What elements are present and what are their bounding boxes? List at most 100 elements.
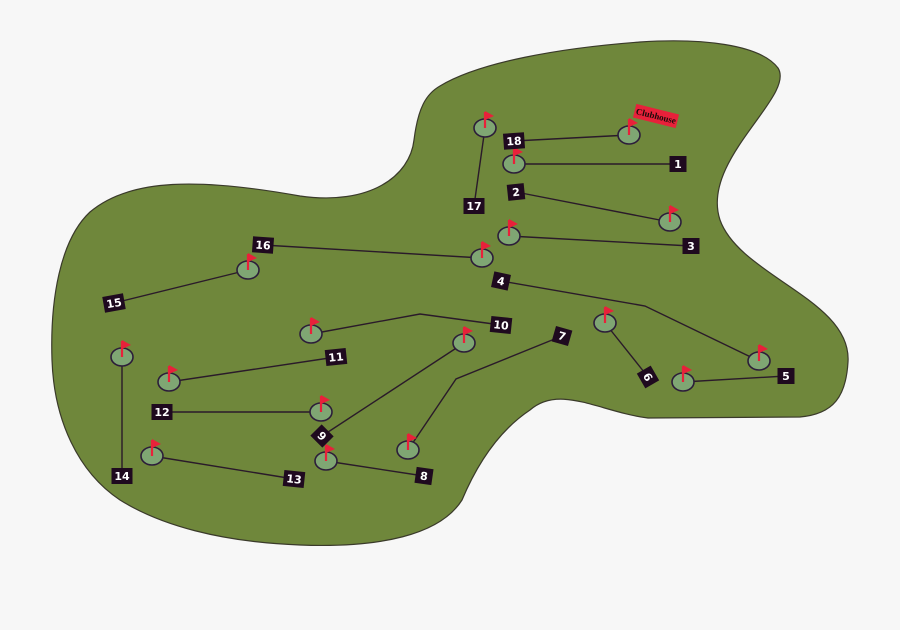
hole-number: 5 — [782, 370, 790, 383]
flag-icon — [514, 147, 523, 156]
green-hole-12[interactable] — [309, 395, 333, 422]
green-hole-15[interactable] — [236, 253, 260, 280]
tee-marker-7[interactable]: 7 — [551, 325, 573, 347]
greens — [110, 111, 771, 471]
green-hole-7[interactable] — [396, 433, 420, 460]
tee-marker-9[interactable]: 9 — [310, 424, 334, 448]
tee-box — [251, 236, 275, 254]
hole-routes — [113, 127, 787, 480]
tee-box — [491, 271, 511, 291]
hole-number: 11 — [328, 350, 345, 365]
flag-icon — [248, 253, 257, 262]
tee-box — [282, 469, 306, 489]
hole-route-11 — [168, 356, 337, 383]
flag-icon — [169, 365, 178, 374]
tee-box — [463, 198, 485, 214]
flag-icon — [122, 340, 131, 349]
green-hole-3[interactable] — [497, 219, 521, 246]
green-hole-8[interactable] — [314, 444, 338, 471]
hole-route-13 — [151, 455, 295, 480]
flag-icon — [485, 111, 494, 120]
tee-marker-5[interactable]: 5 — [777, 368, 795, 384]
tee-marker-14[interactable]: 14 — [111, 468, 133, 484]
hole-number: 12 — [154, 406, 169, 419]
tee-marker-3[interactable]: 3 — [682, 238, 700, 254]
green-hole-17[interactable] — [473, 111, 497, 138]
hole-route-7 — [407, 335, 563, 451]
tee-marker-18[interactable]: 18 — [502, 132, 526, 150]
green-hole-11[interactable] — [157, 365, 181, 392]
tee-box — [310, 424, 334, 448]
hole-route-3 — [508, 235, 692, 247]
tee-marker-11[interactable]: 11 — [324, 347, 348, 367]
hole-route-4 — [500, 280, 760, 362]
tee-box — [506, 183, 526, 201]
green-hole-2[interactable] — [658, 205, 682, 232]
green-hole-10[interactable] — [299, 317, 323, 344]
green-hole-1[interactable] — [502, 147, 526, 174]
green-hole-16[interactable] — [470, 241, 494, 268]
hole-route-5 — [682, 375, 787, 383]
hole-number: 14 — [114, 470, 130, 483]
green-hole-5[interactable] — [671, 365, 695, 392]
green-hole-4[interactable] — [747, 344, 771, 371]
tee-box — [682, 238, 700, 254]
tee-box — [489, 315, 513, 335]
hole-route-9 — [321, 342, 465, 437]
hole-number: 7 — [556, 329, 567, 344]
hole-number: 8 — [419, 470, 428, 484]
tee-marker-2[interactable]: 2 — [506, 183, 526, 201]
hole-number: 15 — [105, 296, 122, 311]
hole-route-17 — [473, 127, 486, 207]
flag-icon — [670, 205, 679, 214]
tee-box — [324, 347, 348, 367]
tee-box — [151, 404, 173, 420]
tee-marker-13[interactable]: 13 — [282, 469, 306, 489]
flag-icon — [408, 433, 417, 442]
flag-icon — [509, 219, 518, 228]
tee-marker-17[interactable]: 17 — [463, 198, 485, 214]
tee-marker-6[interactable]: 6 — [636, 365, 660, 389]
flag-icon — [482, 241, 491, 250]
tee-marker-10[interactable]: 10 — [489, 315, 513, 335]
tee-marker-8[interactable]: 8 — [414, 466, 434, 486]
hole-number: 4 — [496, 274, 507, 288]
tee-box — [669, 156, 687, 172]
green-hole-18[interactable] — [617, 118, 641, 145]
hole-number: 3 — [687, 240, 695, 253]
tee-box — [777, 368, 795, 384]
tee-marker-4[interactable]: 4 — [491, 271, 511, 291]
tee-box — [636, 365, 660, 389]
clubhouse-sign-background — [632, 103, 680, 129]
tee-marker-15[interactable]: 15 — [102, 293, 126, 313]
flag-icon — [629, 118, 638, 127]
flag-icon — [311, 317, 320, 326]
hole-route-15 — [113, 269, 249, 304]
hole-number: 18 — [506, 134, 522, 148]
hole-number: 13 — [286, 472, 303, 487]
hole-number: 17 — [466, 200, 481, 213]
green-hole-13[interactable] — [140, 439, 164, 466]
tee-marker-12[interactable]: 12 — [151, 404, 173, 420]
tee-box — [102, 293, 126, 313]
tee-box — [502, 132, 526, 150]
flag-icon — [321, 395, 330, 404]
hole-route-6 — [604, 322, 649, 378]
tee-marker-1[interactable]: 1 — [669, 156, 687, 172]
hole-number: 1 — [674, 158, 682, 171]
flag-icon — [759, 344, 768, 353]
green-hole-14[interactable] — [110, 340, 134, 367]
tee-marker-16[interactable]: 16 — [251, 236, 275, 254]
flag-icon — [605, 306, 614, 315]
hole-number: 2 — [512, 186, 521, 200]
course-boundary — [51, 40, 849, 546]
flag-icon — [152, 439, 161, 448]
flag-icon — [326, 444, 335, 453]
green-hole-9[interactable] — [452, 326, 476, 353]
tee-box — [551, 325, 573, 347]
hole-route-16 — [262, 244, 483, 259]
hole-number: 16 — [255, 238, 272, 252]
green-hole-6[interactable] — [593, 306, 617, 333]
tee-box — [414, 466, 434, 486]
